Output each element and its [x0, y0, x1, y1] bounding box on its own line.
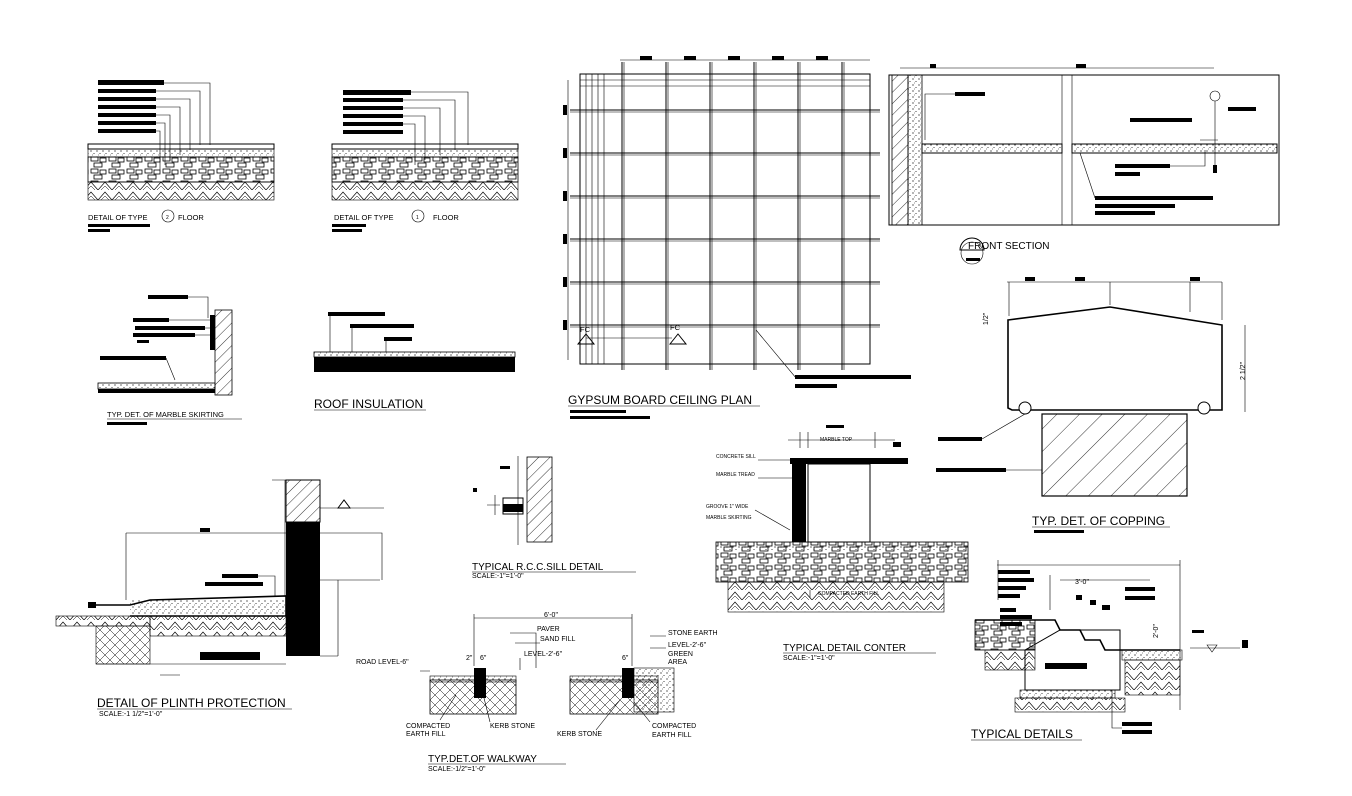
walkway-stone-earth: STONE EARTH — [668, 630, 718, 637]
copping-detail: 2 1/2" 1/2" TYP. DET. OF COPPING — [936, 277, 1247, 533]
counter-marble-skirting: MARBLE SKIRTING — [706, 515, 752, 521]
floor-detail-type-1: DETAIL OF TYPE 1 FLOOR — [331, 90, 519, 232]
counter-concrete-sill: CONCRETE SILL — [716, 454, 756, 460]
typical-steps-detail: 3'-0" 2'-0" TYPICAL DETAILS — [971, 560, 1248, 741]
walkway-sand: SAND FILL — [540, 636, 576, 643]
ceiling-plan-title: GYPSUM BOARD CEILING PLAN — [568, 393, 752, 407]
walkway-kerb-bottom: KERB STONE — [557, 731, 602, 738]
walkway-compacted-l1: COMPACTED — [406, 723, 450, 730]
floor-type2-suffix: FLOOR — [178, 213, 204, 222]
walkway-title: TYP.DET.OF WALKWAY — [428, 754, 537, 765]
typical-title: TYPICAL DETAILS — [971, 727, 1073, 741]
counter-detail: MARBLE TOP CONCRETE SILL MARBLE TREAD GR… — [706, 425, 969, 662]
counter-marble-tread: MARBLE TREAD — [716, 472, 755, 478]
front-section: FRONT SECTION — [888, 64, 1280, 265]
walkway-green: GREEN — [668, 651, 693, 658]
walkway-road-level: ROAD LEVEL-6" — [356, 659, 409, 666]
walkway-level-right: LEVEL-2'-6" — [668, 642, 707, 649]
counter-groove: GROOVE 1" WIDE — [706, 504, 749, 510]
walkway-scale: SCALE:-1/2"=1'-0" — [428, 766, 486, 773]
sill-scale: SCALE:-1"=1'-0" — [472, 573, 524, 580]
counter-compacted: COMPACTED EARTH FILL — [818, 591, 879, 597]
gypsum-ceiling-plan: FC FC GYPSUM BOARD CEILING PLAN — [563, 56, 911, 419]
copping-title: TYP. DET. OF COPPING — [1032, 514, 1165, 528]
ceiling-fc-left: FC — [580, 325, 591, 334]
walkway-dim-total: 6'-0" — [544, 612, 558, 619]
marble-skirting-title: TYP. DET. OF MARBLE SKIRTING — [107, 410, 224, 419]
sill-title: TYPICAL R.C.C.SILL DETAIL — [472, 562, 604, 573]
floor-detail-type-2: DETAIL OF TYPE 2 FLOOR — [87, 80, 275, 232]
floor-type1-title: DETAIL OF TYPE — [334, 213, 393, 222]
plinth-title: DETAIL OF PLINTH PROTECTION — [97, 696, 286, 710]
walkway-paver: PAVER — [537, 626, 560, 633]
counter-scale: SCALE:-1"=1'-0" — [783, 655, 835, 662]
floor-type2-tag: 2 — [166, 215, 169, 221]
roof-insulation-title: ROOF INSULATION — [314, 397, 423, 411]
copping-dim-top: 1/2" — [983, 312, 990, 325]
rcc-sill-detail: TYPICAL R.C.C.SILL DETAIL SCALE:-1"=1'-0… — [472, 456, 636, 580]
walkway-compacted-l2: EARTH FILL — [406, 731, 446, 738]
walkway-level-center: LEVEL-2'-6" — [524, 651, 563, 658]
walkway-kerb-left: KERB STONE — [490, 723, 535, 730]
counter-title: TYPICAL DETAIL CONTER — [783, 643, 906, 654]
walkway-dim-right: 6" — [622, 655, 629, 662]
walkway-dim-left: 2" — [466, 655, 473, 662]
floor-type1-suffix: FLOOR — [433, 213, 459, 222]
walkway-dim-left2: 6" — [480, 655, 487, 662]
walkway-compacted-r1: COMPACTED — [652, 723, 696, 730]
floor-type1-tag: 1 — [416, 215, 419, 221]
front-section-title: FRONT SECTION — [968, 241, 1049, 252]
copping-dim-side: 2 1/2" — [1240, 361, 1247, 380]
walkway-area: AREA — [668, 659, 687, 666]
floor-type2-title: DETAIL OF TYPE — [88, 213, 147, 222]
typical-dim-run: 3'-0" — [1075, 579, 1089, 586]
plinth-scale: SCALE:-1 1/2"=1'-0" — [99, 711, 163, 718]
walkway-detail: 6'-0" PAVER SAND FILL LEVEL-2'-6" ROAD L… — [356, 612, 718, 773]
walkway-compacted-r2: EARTH FILL — [652, 732, 692, 739]
marble-skirting-detail: TYP. DET. OF MARBLE SKIRTING — [97, 295, 242, 425]
typical-dim-rise: 2'-0" — [1153, 624, 1160, 638]
roof-insulation-detail: ROOF INSULATION — [313, 312, 516, 411]
ceiling-fc-right: FC — [670, 323, 681, 332]
plinth-protection-detail: DETAIL OF PLINTH PROTECTION SCALE:-1 1/2… — [55, 479, 384, 718]
counter-marble-top: MARBLE TOP — [820, 437, 853, 443]
